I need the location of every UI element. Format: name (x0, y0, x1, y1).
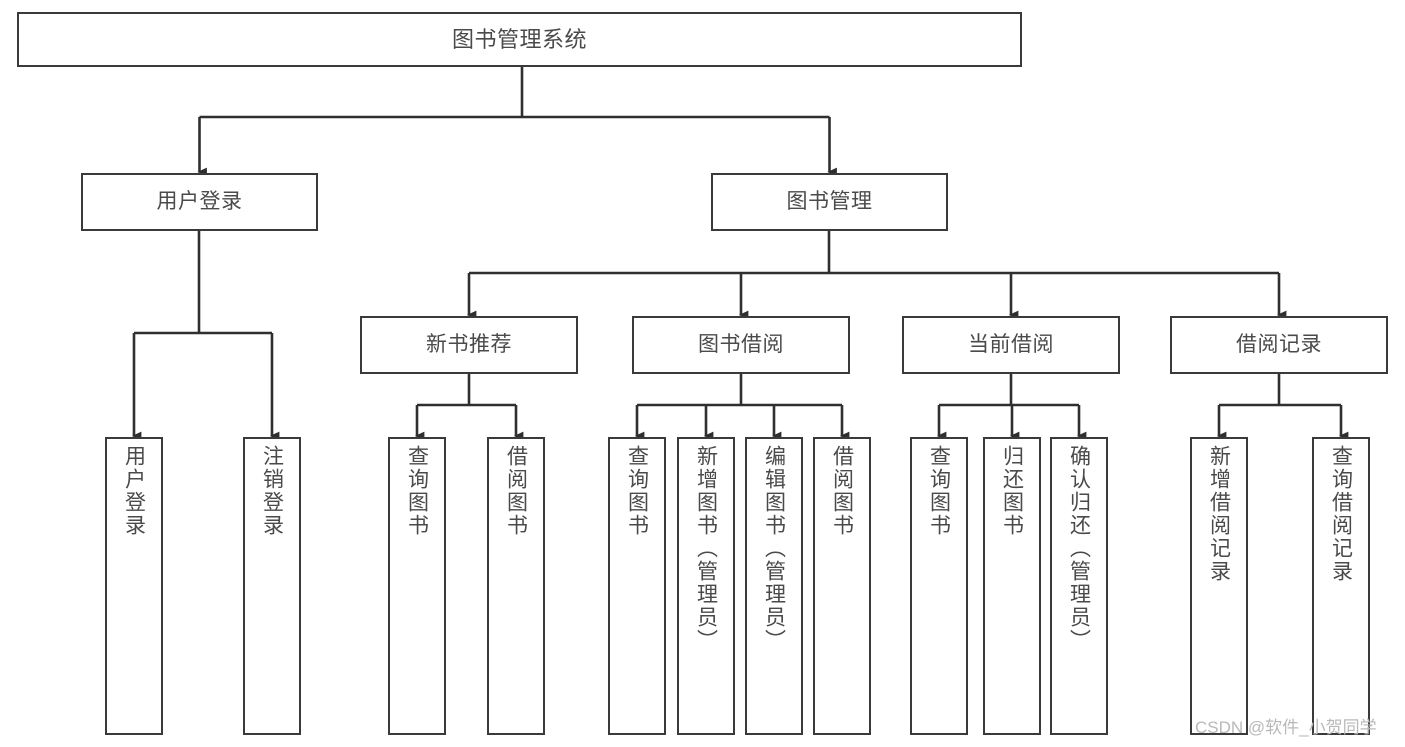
node-label: 借阅记录 (1236, 333, 1322, 357)
node-leaf-borrow-add: 新增图书（管理员） (677, 437, 735, 735)
node-label: 查询图书 (625, 445, 649, 537)
node-user-login: 用户登录 (81, 173, 318, 231)
node-leaf-recommend-query: 查询图书 (388, 437, 446, 735)
node-label: 图书管理系统 (451, 26, 587, 52)
node-leaf-recommend-borrow: 借阅图书 (487, 437, 545, 735)
node-label: 新书推荐 (426, 333, 512, 357)
node-label: 用户登录 (156, 190, 243, 214)
node-book-manage: 图书管理 (711, 173, 948, 231)
node-leaf-borrow-query: 查询图书 (608, 437, 666, 735)
node-label: 图书管理 (786, 190, 873, 214)
node-borrow-record: 借阅记录 (1170, 316, 1388, 374)
node-label: 借阅图书 (830, 445, 854, 537)
node-label: 查询借阅记录 (1329, 445, 1353, 583)
node-label: 查询图书 (927, 445, 951, 537)
node-leaf-current-return: 归还图书 (983, 437, 1041, 735)
node-label: 确认归还（管理员） (1067, 445, 1091, 652)
connector-lines (131, 67, 1349, 441)
node-label: 借阅图书 (504, 445, 528, 537)
node-leaf-borrow-edit: 编辑图书（管理员） (745, 437, 803, 735)
node-label: 注销登录 (260, 445, 284, 537)
node-label: 新增借阅记录 (1207, 445, 1231, 583)
node-label: 当前借阅 (968, 333, 1054, 357)
node-root: 图书管理系统 (17, 12, 1022, 67)
node-book-borrow: 图书借阅 (632, 316, 850, 374)
node-leaf-borrow-borrow: 借阅图书 (813, 437, 871, 735)
node-leaf-record-add: 新增借阅记录 (1190, 437, 1248, 735)
node-label: 用户登录 (122, 445, 146, 537)
node-label: 编辑图书（管理员） (762, 445, 786, 652)
node-new-book-recommend: 新书推荐 (360, 316, 578, 374)
node-label: 归还图书 (1000, 445, 1024, 537)
node-label: 新增图书（管理员） (694, 445, 718, 652)
node-leaf-user-login: 用户登录 (105, 437, 163, 735)
node-current-borrow: 当前借阅 (902, 316, 1120, 374)
node-leaf-current-query: 查询图书 (910, 437, 968, 735)
node-leaf-current-confirm: 确认归还（管理员） (1050, 437, 1108, 735)
node-label: 查询图书 (405, 445, 429, 537)
node-label: 图书借阅 (698, 333, 784, 357)
node-leaf-record-query: 查询借阅记录 (1312, 437, 1370, 735)
node-leaf-user-logout: 注销登录 (243, 437, 301, 735)
